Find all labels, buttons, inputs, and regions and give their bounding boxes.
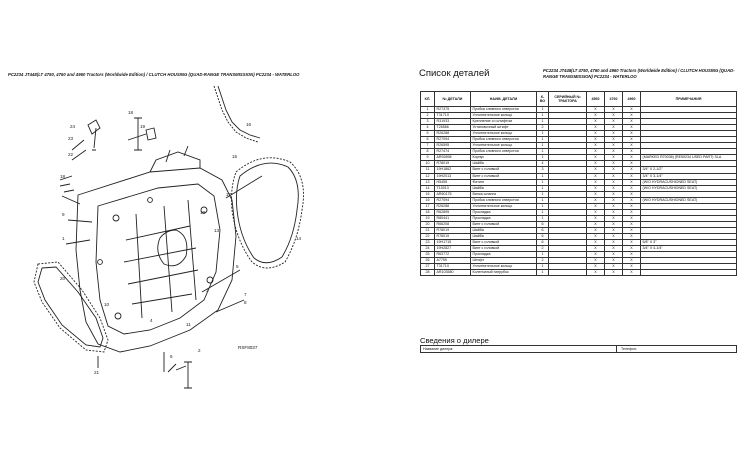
callout-label: 6 [170,354,173,359]
table-cell: (MARKED R70036) (RE59234 USED PART) SLA [640,154,737,162]
dealer-info-title: Сведения о дилере [420,336,489,345]
column-header: СЕРИЙНЫЙ № ТРАКТОРА [548,91,587,107]
callout-label: 11 [186,322,191,327]
callout-label: 5 [236,264,239,269]
parts-list-title: Список деталей [419,68,490,79]
callout-label: 14 [296,236,302,241]
callout-label: 13 [214,228,220,233]
callout-label: 7 [244,292,247,297]
table-cell: (W/O HYDRACUSHIONED SEAT) [640,178,737,186]
callout-label: 18 [128,110,134,115]
table-cell: X [622,269,641,277]
dealer-info-box: Название дилера: Телефон: [420,345,737,353]
table-cell [548,269,587,277]
callout-label: 8 [244,300,247,305]
column-header: ПРИМЕЧАНИЯ [640,91,737,107]
callout-label: 20 [60,276,66,281]
clutch-housing-drawing: 24 23 22 18 16 19 18 15 9 1 5 7 8 17 12 … [33,85,304,389]
callout-label: 18 [60,174,66,179]
callout-label: 22 [68,152,74,157]
table-cell [640,269,737,277]
callout-label: 23 [68,136,74,141]
table-cell: 1 [536,269,549,277]
column-header: НАИМ. ДЕТАЛИ [470,91,537,107]
column-header: 4960 [622,91,641,107]
callout-label: 17 [226,192,232,197]
parts-list-panel: Список деталей PC2234 JT448(LT 4750, 476… [413,64,741,374]
dealer-phone-label: Телефон: [621,347,637,351]
table-cell: Коленчатый патрубок [470,269,537,277]
callout-label: 2 [198,348,201,353]
column-header: 4560 [586,91,605,107]
column-header: КЛ. [420,91,435,107]
callout-label: 15 [232,154,238,159]
callout-label: 24 [70,124,76,129]
callout-label: 4 [150,318,153,323]
parts-list-subtitle: PC2234 JT448(LT 4750, 4760 and 4960 Trac… [543,68,735,79]
dealer-name-label: Название дилера: [423,347,454,351]
callout-label: 12 [200,210,206,215]
callout-label: 16 [246,122,252,127]
callout-label: 9 [62,212,65,217]
callout-label: 1 [62,236,65,241]
callout-label: 21 [94,370,100,375]
dealer-box-divider [616,346,617,352]
callout-label: 19 [140,124,146,129]
table-cell: (W/O HYDRACUSHIONED SEAT) [640,184,737,192]
table-cell: X [604,269,623,277]
exploded-parts-diagram: PC2234 JT448(LT 4750, 4760 and 4960 Trac… [8,72,304,389]
table-cell: X [586,269,605,277]
column-header: № ДЕТАЛИ [434,91,471,107]
callout-label: 3 [206,288,209,293]
table-cell: (W/O HYDRACUSHIONED SEAT) [640,196,737,204]
column-header: 4760 [604,91,623,107]
column-header: К-ВО [536,91,549,107]
diagram-caption: PC2234 JT448(LT 4750, 4760 and 4960 Trac… [8,72,300,77]
callout-label: 10 [104,302,110,307]
figure-reference-code: RSF8037 [238,345,258,350]
table-cell: 28 [420,269,435,277]
table-cell: AR103580 [434,269,471,277]
